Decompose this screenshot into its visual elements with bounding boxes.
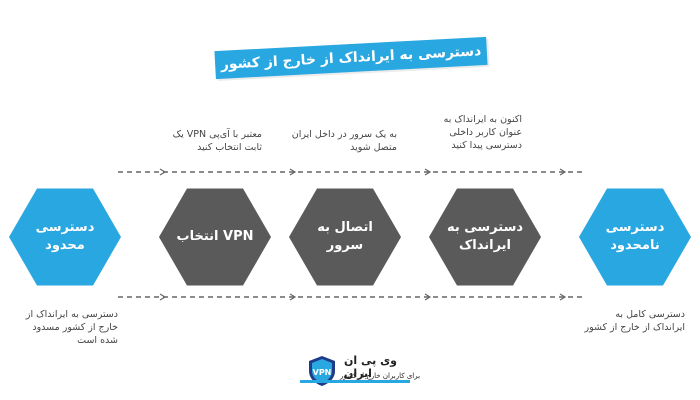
logo-badge-text: VPN	[313, 368, 332, 377]
arrow-head-icon	[424, 293, 432, 301]
hex-label-connect-server: اتصال به سرور	[317, 220, 373, 253]
logo-slogan: برای کاربران خارج از کشور	[339, 372, 421, 380]
logo-underline	[300, 380, 410, 383]
arrow-head-icon	[159, 168, 167, 176]
vpn-shield-icon: VPN	[309, 356, 335, 386]
hex-choose-vpn	[159, 188, 271, 286]
hex-connect-server	[289, 188, 401, 286]
hex-label-access-irandoc: دسترسی به ایرانداک	[446, 220, 524, 253]
note-access-irandoc: اکنون به ایرانداک به عنوان کاربر داخلی د…	[443, 114, 522, 151]
logo-name: وی پی ان ایران	[344, 354, 397, 380]
arrow-head-icon	[424, 168, 432, 176]
arrow-head-icon	[559, 168, 567, 176]
hex-label-unlimited-access: دسترسی نامحدود	[605, 220, 665, 253]
note-connect-server: به یک سرور در داخل ایران متصل شوید	[291, 129, 397, 153]
note-choose-vpn: معتبر با آی‌پی VPN یک ثابت انتخاب کنید	[172, 129, 262, 153]
arrow-head-icon	[289, 168, 297, 176]
arrow-head-icon	[159, 293, 167, 301]
note-limited-access: دسترسی به ایرانداک از خارج از کشور مسدود…	[25, 309, 118, 346]
hex-label-limited-access: دسترسی محدود	[35, 220, 95, 253]
hex-access-irandoc	[429, 188, 541, 286]
hex-label-choose-vpn: VPN انتخاب	[176, 229, 254, 244]
note-unlimited-access: دسترسی کامل به ایرانداک از خارج از کشور	[584, 309, 685, 333]
hex-limited-access	[9, 188, 121, 286]
arrow-head-icon	[559, 293, 567, 301]
arrow-head-icon	[289, 293, 297, 301]
hex-unlimited-access	[579, 188, 691, 286]
